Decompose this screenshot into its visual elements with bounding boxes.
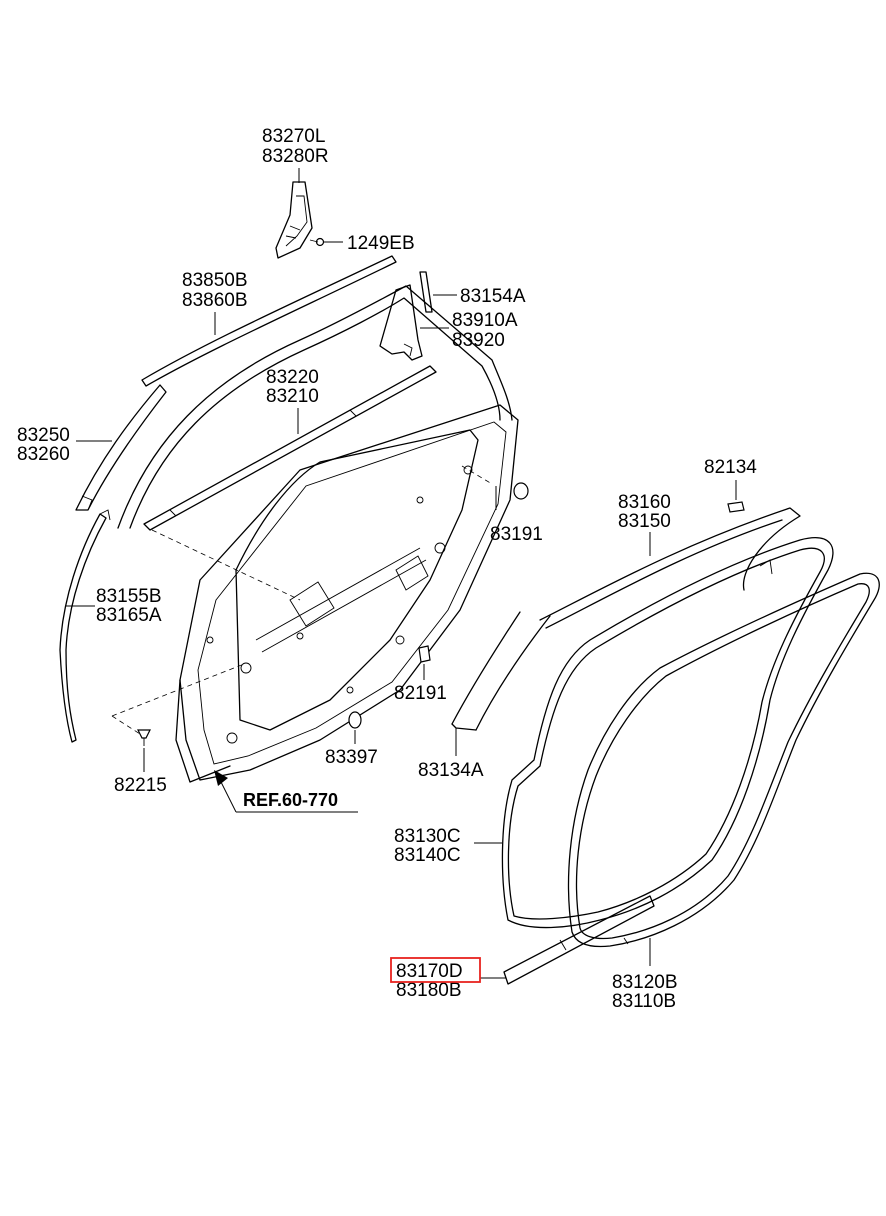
label-83110b[interactable]: 83110B: [612, 991, 676, 1012]
label-83160[interactable]: 83160: [618, 492, 671, 513]
label-83910a[interactable]: 83910A: [452, 310, 518, 331]
part-82134-clip[interactable]: [727, 501, 745, 513]
part-83155b-weatherstrip[interactable]: [59, 509, 111, 743]
label-83134a[interactable]: 83134A: [418, 760, 484, 781]
label-82191[interactable]: 82191: [394, 683, 447, 704]
label-83250[interactable]: 83250: [17, 425, 70, 446]
part-83397-plug[interactable]: [348, 711, 362, 729]
part-83130c-door-weatherstrip[interactable]: [501, 537, 834, 929]
label-83154a[interactable]: 83154A: [460, 286, 526, 307]
label-83170d[interactable]: 83170D: [396, 961, 463, 982]
label-83280r[interactable]: 83280R: [262, 146, 329, 167]
label-83180b[interactable]: 83180B: [396, 980, 462, 1001]
label-83155b[interactable]: 83155B: [96, 586, 162, 607]
label-83920[interactable]: 83920: [452, 330, 505, 351]
label-83860b[interactable]: 83860B: [182, 290, 248, 311]
part-82191-clip[interactable]: [418, 645, 431, 663]
part-83191-plug[interactable]: [513, 482, 529, 500]
part-83850b-moulding[interactable]: [141, 255, 397, 387]
part-83170d-sill-strip[interactable]: [503, 895, 655, 985]
label-83850b[interactable]: 83850B: [182, 270, 248, 291]
highlight-box-83170d: [390, 957, 481, 983]
label-ref-60-770[interactable]: REF.60-770: [243, 790, 338, 810]
ref-arrow: [214, 770, 358, 813]
label-83191[interactable]: 83191: [490, 524, 543, 545]
label-83130c[interactable]: 83130C: [394, 826, 461, 847]
label-83120b[interactable]: 83120B: [612, 972, 678, 993]
part-83270l-trim[interactable]: [275, 181, 313, 259]
label-83140c[interactable]: 83140C: [394, 845, 461, 866]
label-83220[interactable]: 83220: [266, 367, 319, 388]
label-83397[interactable]: 83397: [325, 747, 378, 768]
part-door-inner-panel[interactable]: [175, 404, 519, 783]
part-82215-screw[interactable]: [137, 729, 151, 746]
part-83910a-bracket[interactable]: [379, 284, 423, 361]
label-83260[interactable]: 83260: [17, 444, 70, 465]
label-1249eb[interactable]: 1249EB: [347, 233, 415, 254]
part-door-run-channel[interactable]: [117, 285, 513, 529]
label-82215[interactable]: 82215: [114, 775, 167, 796]
part-83250-garnish[interactable]: [75, 384, 167, 511]
label-83165a[interactable]: 83165A: [96, 605, 162, 626]
label-83210[interactable]: 83210: [266, 386, 319, 407]
label-82134[interactable]: 82134: [704, 457, 757, 478]
label-83270l[interactable]: 83270L: [262, 126, 325, 147]
part-1249eb-screw[interactable]: [309, 237, 325, 247]
part-83120b-body-weatherstrip[interactable]: [567, 572, 880, 948]
part-83134a-moulding[interactable]: [451, 611, 551, 731]
part-83210-belt-strip[interactable]: [143, 365, 437, 531]
part-83154a-strip[interactable]: [419, 271, 433, 313]
label-83150[interactable]: 83150: [618, 511, 671, 532]
